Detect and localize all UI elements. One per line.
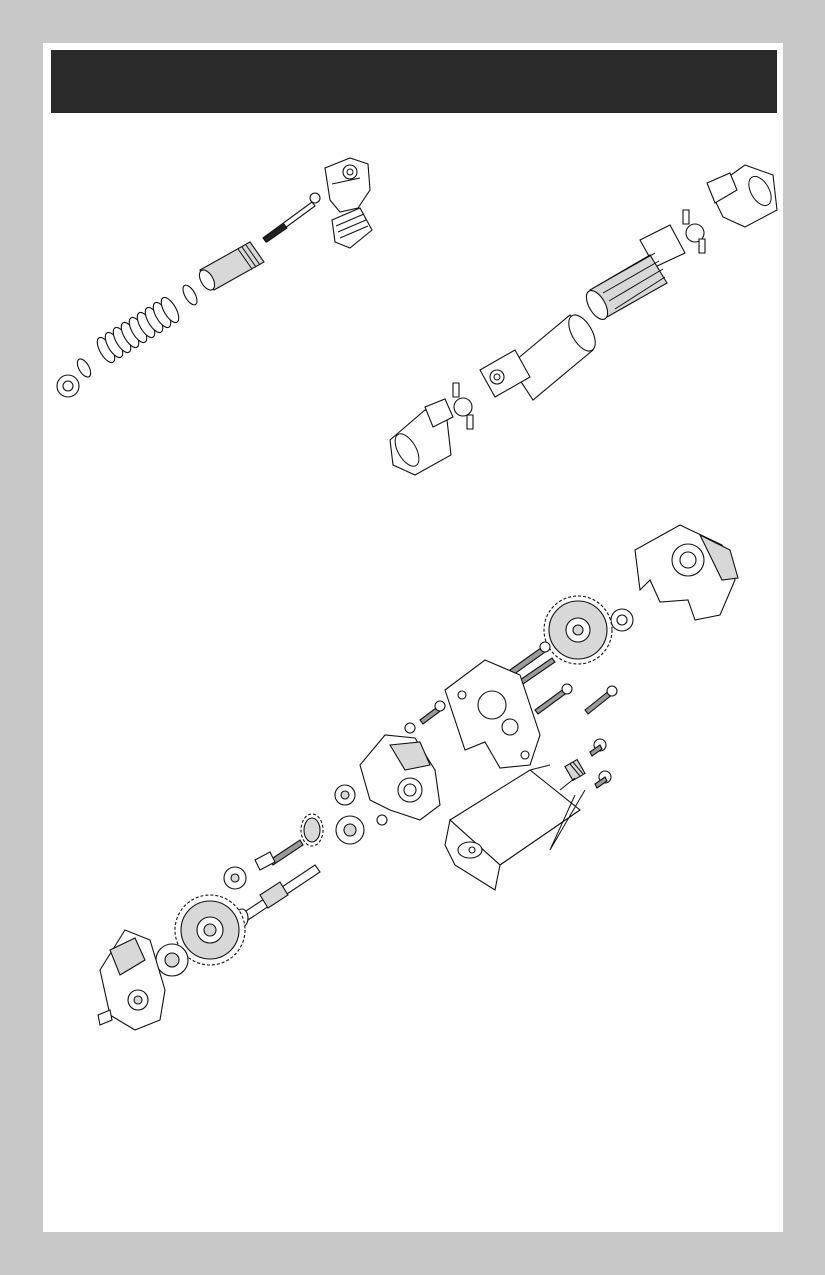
motor-plate	[445, 660, 540, 768]
shock-washer	[310, 193, 320, 203]
spur-gear-upper	[544, 596, 612, 664]
main-shaft	[236, 865, 320, 927]
driveshaft-tube	[510, 311, 601, 400]
screws-middle	[405, 701, 445, 733]
transmission-diagram	[90, 520, 750, 1040]
spur-gear-lower	[175, 895, 245, 965]
lock-nut	[611, 609, 633, 631]
driveshaft-inner-yoke	[480, 350, 530, 397]
shock-spring-retainer	[75, 357, 94, 379]
shock-shaft	[263, 202, 315, 242]
screws-pinion	[590, 739, 611, 788]
shock-body	[196, 242, 264, 293]
driveshaft-diagram	[385, 155, 785, 485]
screws-upper	[510, 642, 617, 714]
shock-rod-end	[325, 158, 370, 212]
bearing-left	[224, 867, 246, 889]
idler-shaft	[255, 840, 303, 870]
shock-oring	[180, 283, 200, 307]
shock-lower-cap	[332, 208, 372, 248]
gearbox-outer-housing	[98, 930, 165, 1030]
gear-cover	[635, 525, 738, 620]
driveshaft-lower-cup	[390, 399, 453, 475]
driveshaft-splined-shaft	[582, 225, 685, 323]
driveshaft-cross-pin-upper	[683, 210, 705, 253]
idler-gear	[301, 814, 323, 846]
shock-spring	[94, 295, 182, 365]
bearings-middle	[335, 785, 364, 844]
bearing-lower	[156, 944, 188, 976]
driveshaft-outer-cup	[707, 165, 777, 227]
driveshaft-cross-pin-lower	[453, 383, 473, 429]
pinion-gear	[565, 760, 585, 781]
shock-eyelet	[57, 375, 79, 397]
motor	[445, 765, 585, 890]
gearbox-center-housing	[360, 735, 440, 825]
shock-absorber-diagram	[50, 150, 390, 410]
page-header-bar	[51, 50, 777, 113]
